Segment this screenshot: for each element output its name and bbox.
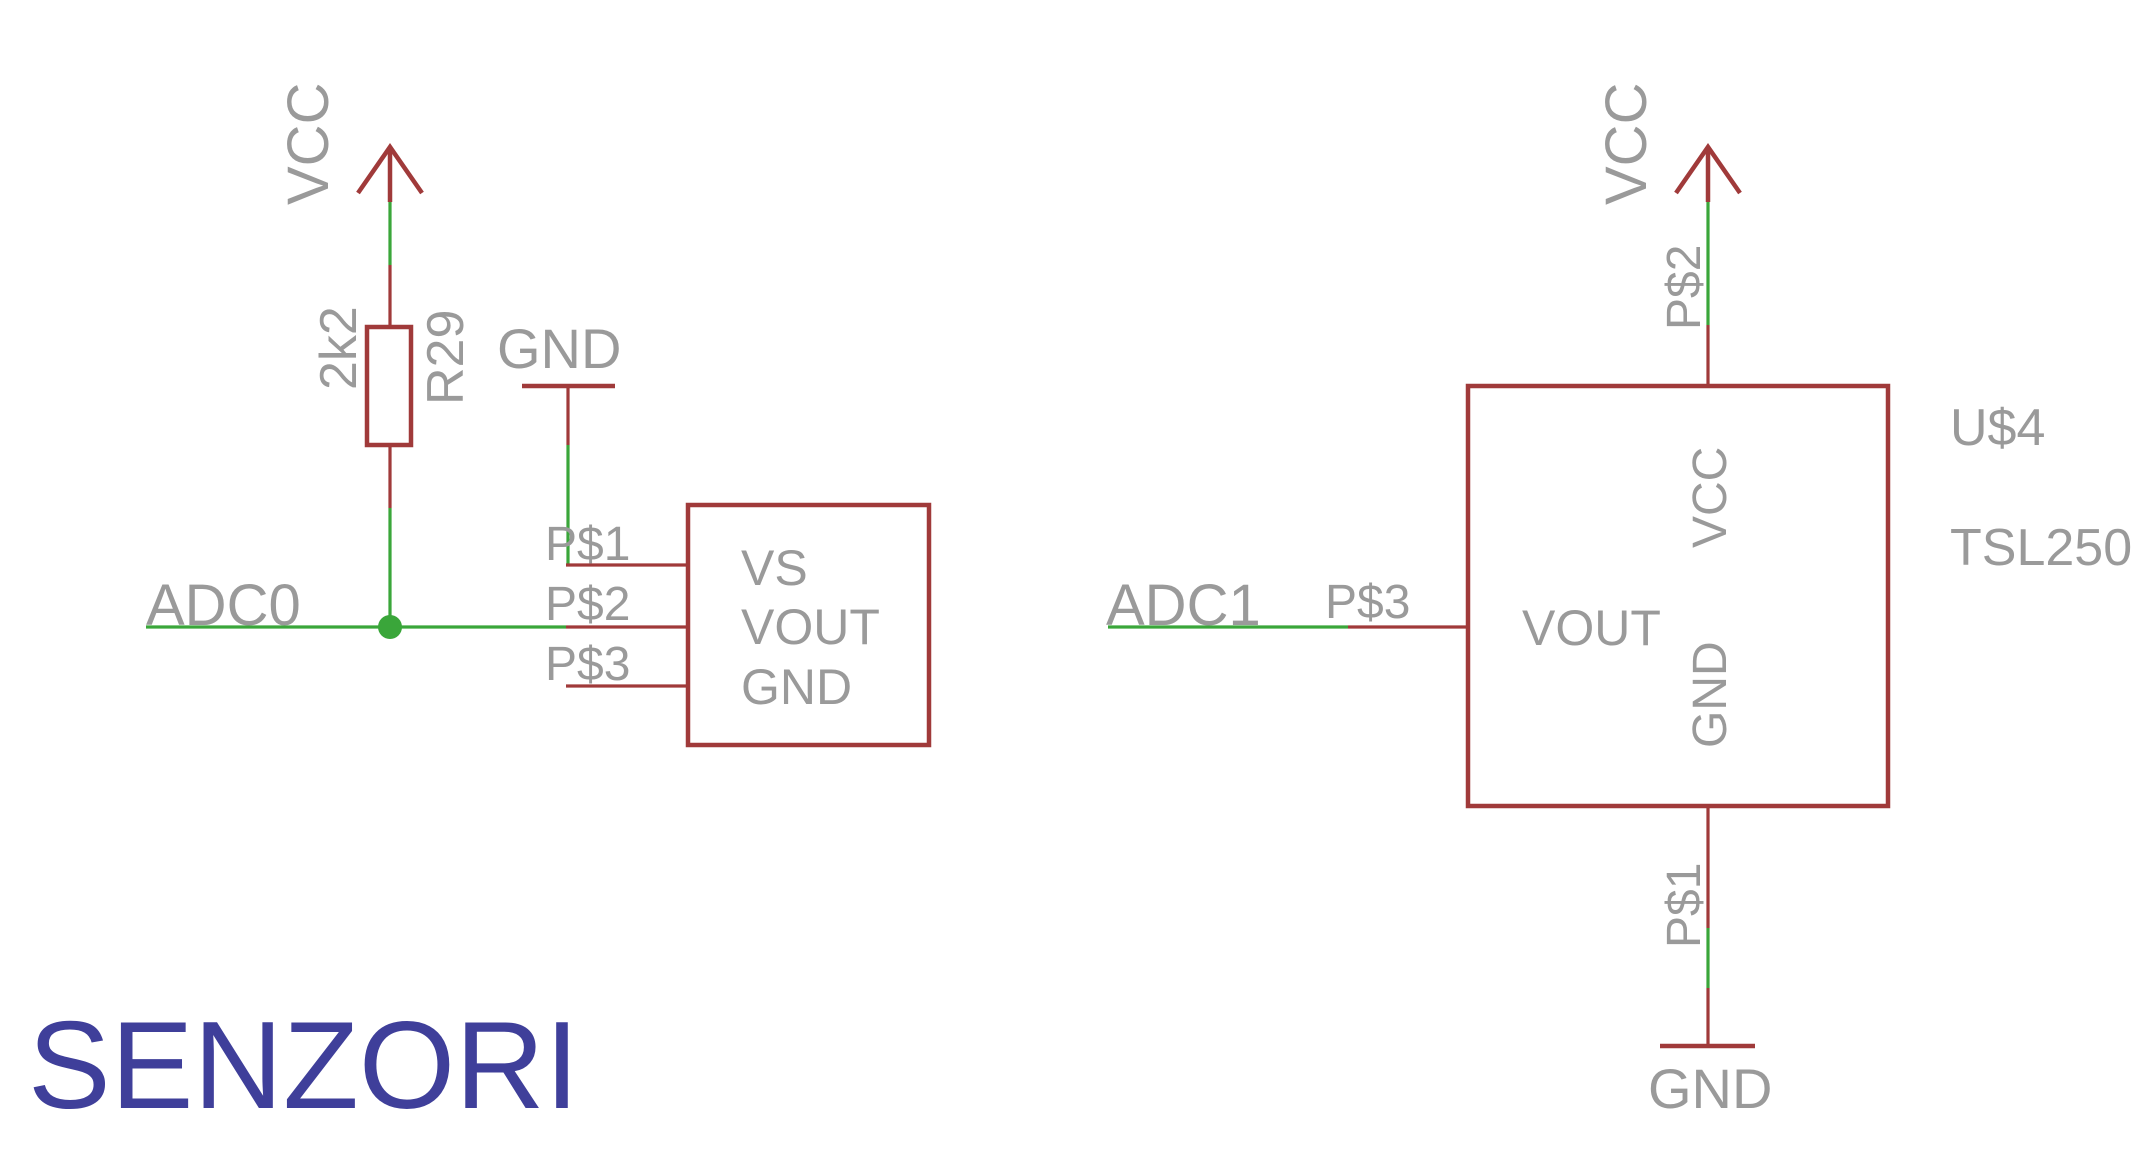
vcc-label-left: VCC [276,83,341,205]
ic-label-vcc: VCC [1684,447,1737,548]
ic-u4: VCC VOUT GND [1465,383,1891,809]
resistor-r29: 2k2 R29 [310,306,475,448]
sensor-label-vs: VS [741,540,808,596]
junction-dot [378,615,402,639]
sensor-label-gnd: GND [741,659,852,715]
gnd-symbol-left: GND [497,317,621,445]
vcc-symbol-left: VCC [276,83,424,205]
sensor-box-left: VS VOUT GND [685,502,932,748]
right-circuit: VCC P$2 VCC VOUT GND U$4 TSL250 ADC1 P$3… [1106,83,2132,1120]
pin-label-p3-left: P$3 [545,638,630,691]
pin-label-p3-right: P$3 [1325,576,1410,629]
ic-label-vout: VOUT [1522,600,1661,656]
resistor-name-label: R29 [417,310,475,405]
adc0-net-label: ADC0 [146,573,301,638]
resistor-value-label: 2k2 [310,306,368,390]
sheet-title: SENZORI [28,997,579,1135]
vcc-symbol-right: VCC [1594,83,1742,205]
pin-label-p2-right: P$2 [1658,245,1711,330]
left-circuit: VCC 2k2 R29 ADC0 GND P$1 P$2 P$3 [146,83,932,748]
pin-label-p2-left: P$2 [545,578,630,631]
sensor-label-vout: VOUT [741,599,880,655]
pin-label-p1-left: P$1 [545,518,630,571]
gnd-label-right: GND [1648,1057,1772,1120]
adc1-net-label: ADC1 [1106,573,1261,638]
gnd-symbol-right: GND [1648,1043,1772,1120]
pin-label-p1-right: P$1 [1658,863,1711,948]
vcc-label-right: VCC [1594,83,1659,205]
ic-value-label: TSL250 [1950,519,2132,577]
ic-label-gnd: GND [1684,641,1737,748]
gnd-label-left: GND [497,317,621,380]
ic-name-label: U$4 [1950,399,2045,457]
